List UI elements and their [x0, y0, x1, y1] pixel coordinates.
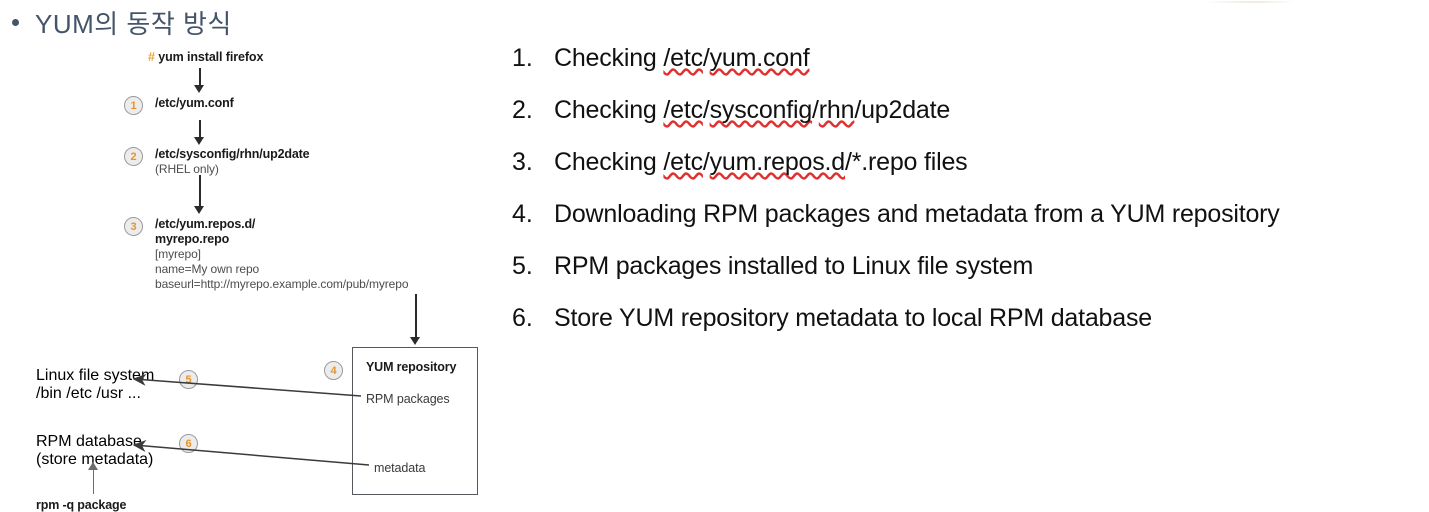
list-item-text: Store YUM repository metadata to local R…	[554, 304, 1152, 332]
list-item-number: 5.	[512, 252, 533, 280]
repository-item-metadata: metadata	[374, 461, 426, 475]
shell-prompt-icon: #	[148, 50, 155, 64]
step-3-heading-line2: myrepo.repo	[155, 232, 230, 246]
step-2-heading: /etc/sysconfig/rhn/up2date	[155, 147, 310, 161]
spellcheck-word: sysconfig	[709, 96, 813, 124]
list-item: 4. Downloading RPM packages and metadata…	[512, 200, 1429, 229]
list-item-text: Checking /etc/yum.conf	[554, 44, 810, 72]
list-item: 5. RPM packages installed to Linux file …	[512, 252, 1429, 281]
step-1-heading: /etc/yum.conf	[155, 96, 234, 110]
page-title-text: YUM의 동작 방식	[35, 8, 232, 39]
repository-item-rpm-packages: RPM packages	[366, 392, 450, 406]
step-3-detail-1: name=My own repo	[155, 262, 260, 276]
page-title: YUM의 동작 방식	[12, 0, 232, 44]
diagram-step-3: 3 /etc/yum.repos.d/ myrepo.repo [myrepo]…	[124, 217, 409, 292]
step-badge-3: 3	[124, 217, 143, 236]
arrow-up-icon	[88, 462, 99, 494]
list-item-number: 1.	[512, 44, 533, 72]
list-item-text: Checking /etc/sysconfig/rhn/up2date	[554, 96, 951, 124]
step-badge-1: 1	[124, 96, 143, 115]
list-item: 2. Checking /etc/sysconfig/rhn/up2date	[512, 96, 1429, 125]
spellcheck-word: rhn	[818, 96, 855, 124]
list-item-number: 3.	[512, 148, 533, 176]
linux-file-system-block: Linux file system /bin /etc /usr ...	[36, 367, 154, 403]
diagram-command-line: # yum install firefox	[148, 50, 263, 64]
arrow-down-icon	[410, 294, 421, 346]
step-badge-2: 2	[124, 147, 143, 166]
step-3-detail-2: baseurl=http://myrepo.example.com/pub/my…	[155, 277, 409, 291]
list-item-number: 6.	[512, 304, 533, 332]
list-item-number: 4.	[512, 200, 533, 228]
slide-edge-artifact	[1205, 1, 1295, 3]
rpm-query-command: rpm -q package	[36, 498, 127, 512]
bullet-dot-icon	[12, 18, 19, 26]
diagram-step-2: 2 /etc/sysconfig/rhn/up2date (RHEL only)	[124, 147, 310, 177]
spellcheck-word: /etc	[663, 44, 703, 72]
yum-flow-diagram: # yum install firefox 1 /etc/yum.conf 2 …	[0, 44, 500, 512]
diagram-command-text: yum install firefox	[158, 50, 264, 64]
diagram-step-1: 1 /etc/yum.conf	[124, 96, 234, 115]
linux-file-system-sub: /bin /etc /usr ...	[36, 385, 141, 402]
rpm-database-block: RPM database (store metadata)	[36, 433, 153, 469]
step-badge-6: 6	[179, 434, 198, 453]
linux-file-system-heading: Linux file system	[36, 367, 155, 384]
list-item: 1. Checking /etc/yum.conf	[512, 44, 1429, 73]
list-item-number: 2.	[512, 96, 533, 124]
step-2-sub: (RHEL only)	[155, 162, 219, 176]
arrow-down-icon	[194, 175, 205, 215]
list-item: 3. Checking /etc/yum.repos.d/*.repo file…	[512, 148, 1429, 177]
spellcheck-word: yum.conf	[709, 44, 810, 72]
rpm-database-heading: RPM database	[36, 433, 142, 450]
step-badge-5: 5	[179, 370, 198, 389]
repository-title: YUM repository	[366, 360, 457, 374]
step-3-heading-line1: /etc/yum.repos.d/	[155, 217, 256, 231]
step-badge-4: 4	[324, 361, 343, 380]
list-item: 6. Store YUM repository metadata to loca…	[512, 304, 1429, 333]
yum-repository-box	[352, 347, 478, 495]
list-item-text: RPM packages installed to Linux file sys…	[554, 252, 1034, 280]
rpm-database-sub: (store metadata)	[36, 451, 154, 468]
spellcheck-word: /etc	[663, 148, 703, 176]
spellcheck-word: yum.repos.d	[709, 148, 846, 176]
spellcheck-word: /etc	[663, 96, 703, 124]
list-item-text: Checking /etc/yum.repos.d/*.repo files	[554, 148, 968, 176]
arrow-down-icon	[194, 120, 205, 145]
numbered-steps-list: 1. Checking /etc/yum.conf 2. Checking /e…	[512, 44, 1429, 356]
arrow-down-icon	[194, 68, 205, 93]
step-3-detail-0: [myrepo]	[155, 247, 201, 261]
list-item-text: Downloading RPM packages and metadata fr…	[554, 200, 1280, 228]
